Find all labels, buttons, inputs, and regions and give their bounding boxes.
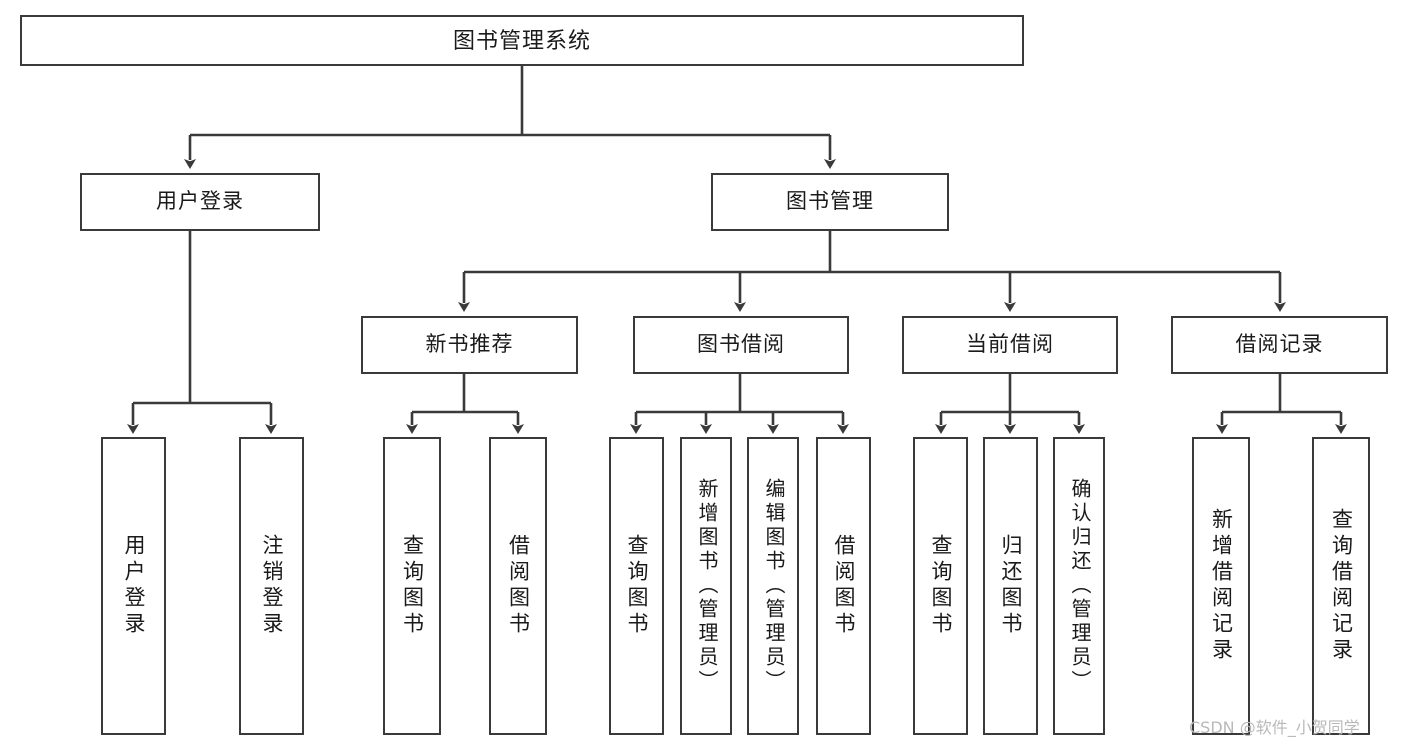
node-leaf-query-book-1-label: 查询图书 — [400, 534, 424, 638]
node-current-borrow[interactable]: 当前借阅 — [902, 316, 1118, 374]
node-leaf-confirm-return-label: 确认归还（管理员） — [1068, 478, 1090, 694]
node-user-login[interactable]: 用户登录 — [80, 173, 320, 231]
node-book-borrow-label: 图书借阅 — [697, 332, 785, 356]
node-book-manage-label: 图书管理 — [786, 189, 874, 213]
node-leaf-user-login-label: 用户登录 — [122, 534, 145, 638]
node-leaf-query-record[interactable]: 查询借阅记录 — [1312, 437, 1370, 735]
node-leaf-add-book-label: 新增图书（管理员） — [695, 478, 717, 694]
node-leaf-borrow-book-2[interactable]: 借阅图书 — [816, 437, 871, 735]
node-leaf-query-record-label: 查询借阅记录 — [1329, 508, 1353, 664]
node-leaf-add-book[interactable]: 新增图书（管理员） — [680, 437, 732, 735]
node-leaf-return-book[interactable]: 归还图书 — [983, 437, 1038, 735]
node-leaf-borrow-book-2-label: 借阅图书 — [832, 534, 855, 638]
node-new-book-recommend-label: 新书推荐 — [425, 332, 514, 356]
watermark: CSDN @软件_小贺同学 — [1189, 718, 1360, 737]
node-leaf-user-login[interactable]: 用户登录 — [101, 437, 166, 735]
node-leaf-borrow-book-1[interactable]: 借阅图书 — [489, 437, 547, 735]
node-leaf-borrow-book-1-label: 借阅图书 — [506, 534, 530, 638]
node-leaf-edit-book[interactable]: 编辑图书（管理员） — [747, 437, 799, 735]
node-book-manage[interactable]: 图书管理 — [711, 173, 949, 231]
node-new-book-recommend[interactable]: 新书推荐 — [361, 316, 578, 374]
node-leaf-add-record[interactable]: 新增借阅记录 — [1192, 437, 1250, 735]
node-root[interactable]: 图书管理系统 — [20, 15, 1024, 66]
node-leaf-confirm-return[interactable]: 确认归还（管理员） — [1053, 437, 1105, 735]
node-leaf-query-book-1[interactable]: 查询图书 — [383, 437, 441, 735]
node-leaf-query-book-2-label: 查询图书 — [625, 534, 648, 638]
node-leaf-user-logout[interactable]: 注销登录 — [239, 437, 304, 735]
node-borrow-record[interactable]: 借阅记录 — [1171, 316, 1388, 374]
node-book-borrow[interactable]: 图书借阅 — [633, 316, 849, 374]
node-root-label: 图书管理系统 — [452, 27, 591, 53]
node-borrow-record-label: 借阅记录 — [1235, 332, 1324, 356]
node-leaf-query-book-3-label: 查询图书 — [929, 534, 952, 638]
node-leaf-query-book-2[interactable]: 查询图书 — [609, 437, 664, 735]
node-current-borrow-label: 当前借阅 — [966, 332, 1054, 356]
node-leaf-add-record-label: 新增借阅记录 — [1209, 508, 1233, 664]
node-leaf-user-logout-label: 注销登录 — [260, 534, 283, 638]
node-user-login-label: 用户登录 — [156, 189, 244, 213]
node-leaf-return-book-label: 归还图书 — [999, 534, 1022, 638]
node-leaf-query-book-3[interactable]: 查询图书 — [913, 437, 968, 735]
node-leaf-edit-book-label: 编辑图书（管理员） — [762, 478, 784, 694]
